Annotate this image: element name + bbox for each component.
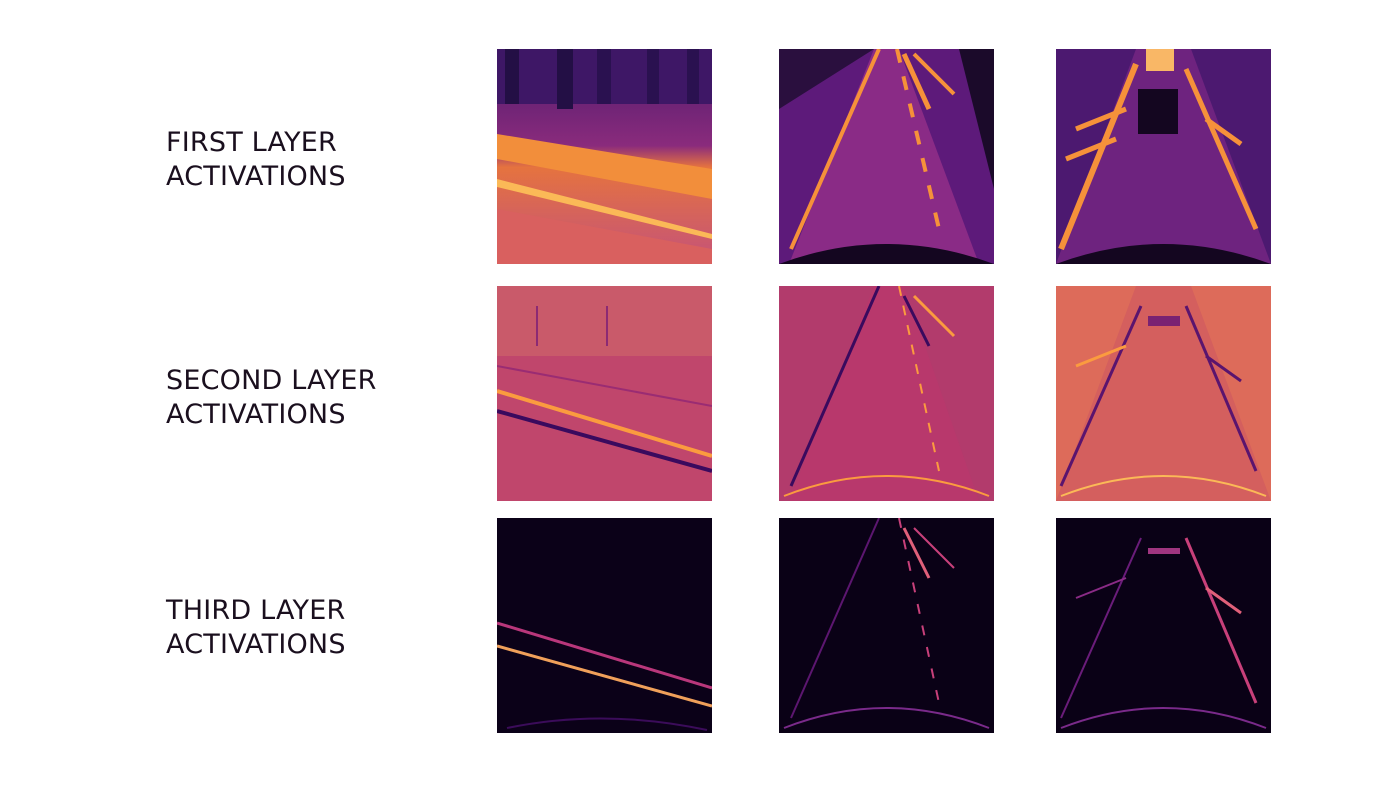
row-label-first-line2: ACTIVATIONS — [166, 160, 456, 194]
activation-map-layer3-scene2 — [779, 518, 994, 733]
activation-map-layer2-scene3 — [1056, 286, 1271, 501]
activation-map-layer2-scene2 — [779, 286, 994, 501]
row-label-third: THIRD LAYER ACTIVATIONS — [166, 594, 456, 662]
row-label-second-line2: ACTIVATIONS — [166, 398, 456, 432]
activation-map-layer3-scene1 — [497, 518, 712, 733]
row-label-third-line1: THIRD LAYER — [166, 594, 456, 628]
row-label-third-line2: ACTIVATIONS — [166, 628, 456, 662]
activation-map-layer3-scene3 — [1056, 518, 1271, 733]
activation-map-layer1-scene1 — [497, 49, 712, 264]
activation-map-layer1-scene2 — [779, 49, 994, 264]
row-label-first-line1: FIRST LAYER — [166, 126, 456, 160]
activation-map-layer1-scene3 — [1056, 49, 1271, 264]
row-label-second: SECOND LAYER ACTIVATIONS — [166, 364, 456, 432]
row-label-first: FIRST LAYER ACTIVATIONS — [166, 126, 456, 194]
activation-map-layer2-scene1 — [497, 286, 712, 501]
row-label-second-line1: SECOND LAYER — [166, 364, 456, 398]
